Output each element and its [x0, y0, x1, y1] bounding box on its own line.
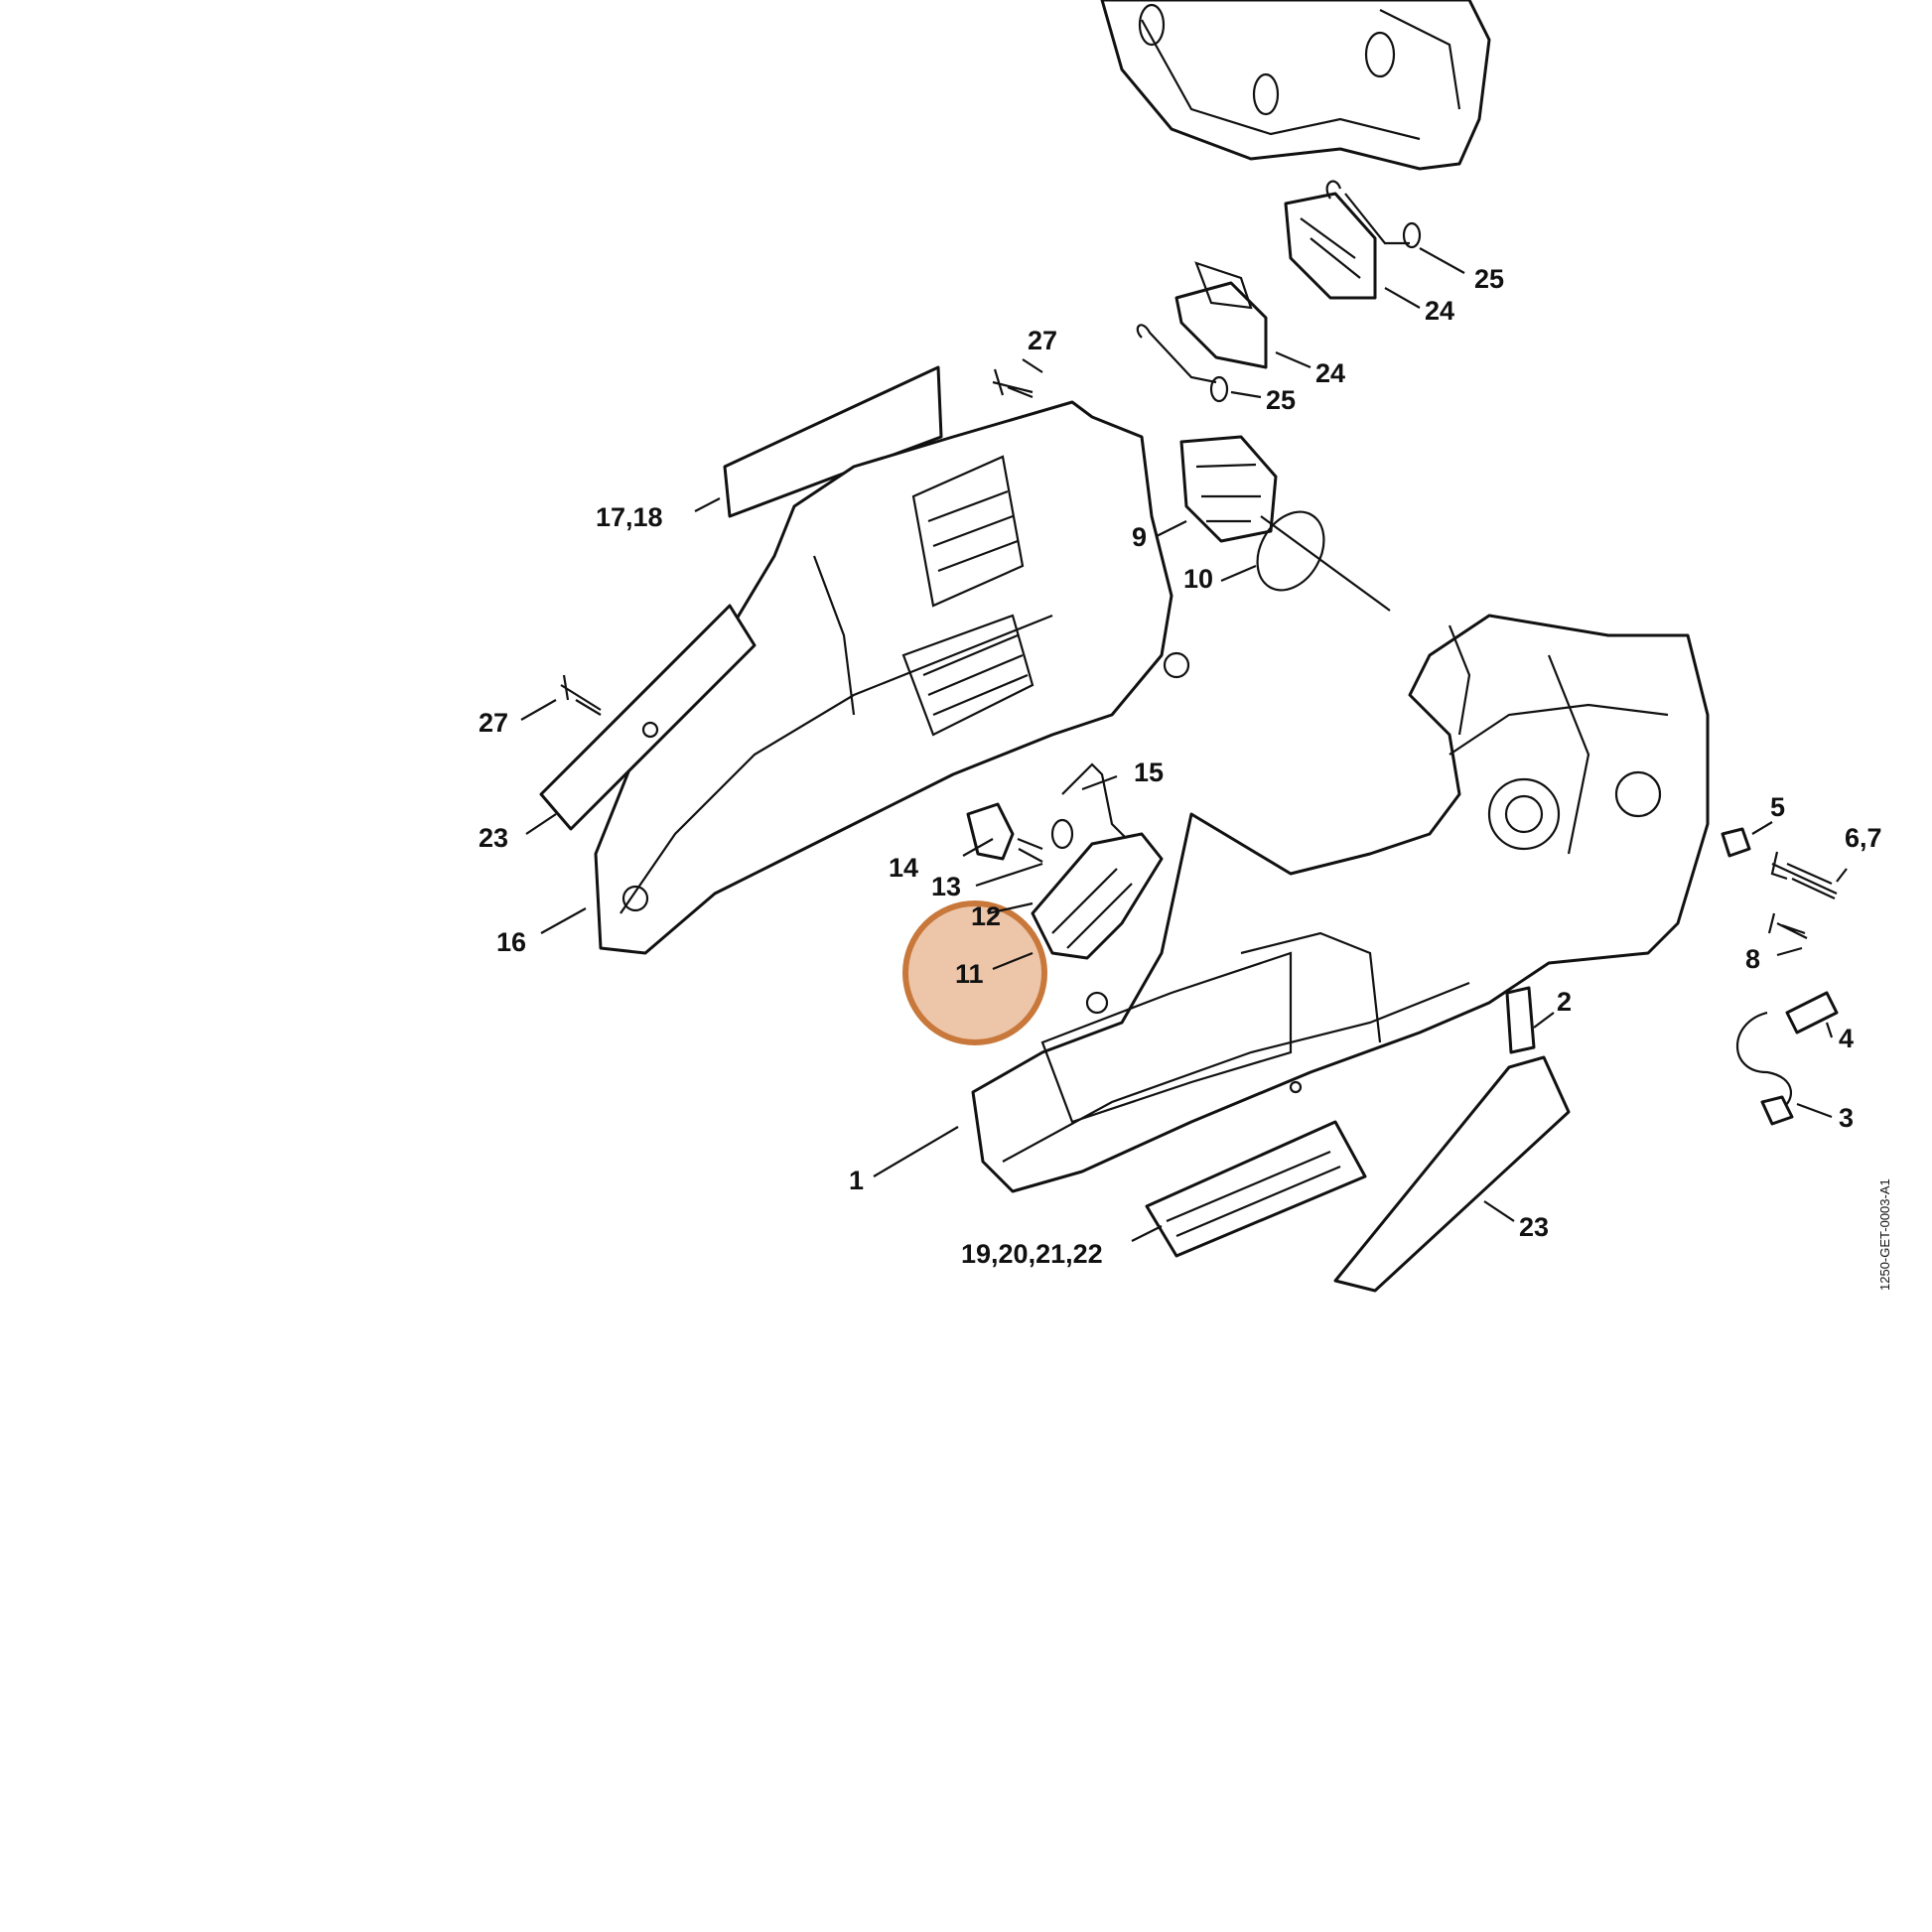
callout-8: 8: [1745, 944, 1760, 974]
trigger-part: [1031, 832, 1164, 960]
drawing-code: 1250-GET-0003-A1: [1877, 1178, 1892, 1291]
lever-upper-part: [1284, 192, 1377, 300]
callout-17-18: 17,18: [596, 502, 663, 532]
throttle-lock-part: [966, 802, 1015, 861]
callout-12: 12: [971, 901, 1001, 931]
callout-1: 1: [849, 1166, 864, 1195]
screw-upper-part: [992, 368, 1034, 399]
callout-27-left: 27: [479, 708, 508, 738]
callout-6-7: 6,7: [1845, 823, 1882, 853]
main-housing-part: [971, 614, 1710, 1193]
callout-25-upper: 25: [1474, 264, 1504, 294]
callout-11: 11: [955, 959, 984, 989]
fitting-part: [1785, 991, 1839, 1035]
callout-16: 16: [496, 927, 526, 957]
trim-left-part: [539, 604, 757, 831]
plug-part: [1721, 827, 1751, 858]
decal-part: [723, 365, 943, 518]
callout-10: 10: [1183, 564, 1213, 594]
callout-23-right: 23: [1519, 1212, 1549, 1242]
bolt-67-part: [1770, 851, 1838, 899]
spring-wire-part: [1061, 762, 1133, 845]
callout-23-left: 23: [479, 823, 508, 853]
oil-pump-part: [1179, 435, 1278, 543]
callout-27-upper: 27: [1028, 326, 1057, 355]
callout-9: 9: [1132, 522, 1147, 552]
callout-25-lower: 25: [1266, 385, 1296, 415]
top-shroud-part: [1100, 0, 1491, 171]
callout-3: 3: [1839, 1103, 1854, 1133]
callout-19-22: 19,20,21,22: [961, 1239, 1103, 1269]
label-plate-part: [1145, 1120, 1367, 1258]
bolt-8-part: [1767, 912, 1808, 939]
callout-2: 2: [1557, 987, 1572, 1017]
callout-13: 13: [931, 872, 961, 901]
screw-left-part: [560, 674, 602, 716]
highlight-circle: [902, 900, 1047, 1045]
callout-24-lower: 24: [1315, 358, 1345, 388]
lever-lower-part: [1174, 281, 1268, 369]
callout-5: 5: [1770, 792, 1785, 822]
trim-right-part: [1333, 1055, 1571, 1293]
o-ring-part: [1256, 510, 1325, 592]
callout-14: 14: [889, 853, 918, 883]
hose-part: [1735, 1011, 1793, 1113]
sprocket-cover-part: [594, 400, 1173, 955]
callout-24-upper: 24: [1425, 296, 1454, 326]
callout-4: 4: [1839, 1024, 1854, 1053]
callout-15: 15: [1134, 758, 1164, 787]
leader-lines: [520, 247, 1848, 1242]
pin-part: [1505, 986, 1536, 1054]
spring-part: [1050, 818, 1074, 850]
